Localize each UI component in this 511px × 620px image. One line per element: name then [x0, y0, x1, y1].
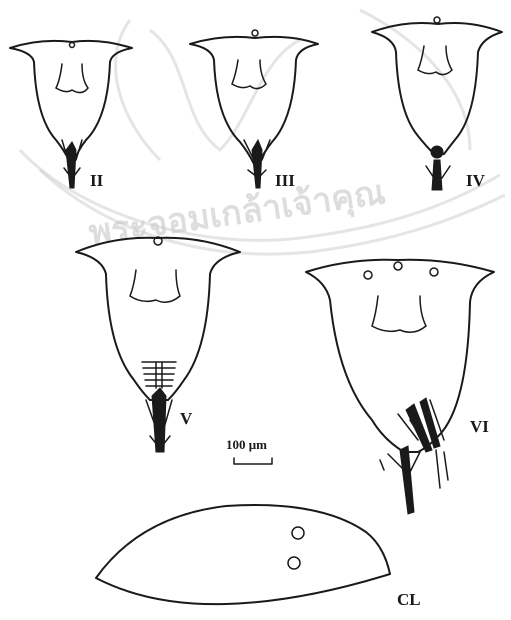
scale-bar: 100 μm [226, 437, 273, 465]
nauplius-stage-iv: IV [371, 16, 503, 191]
stage-label-vi: VI [470, 417, 489, 436]
stage-label-iv: IV [466, 171, 486, 190]
nauplius-stage-ii: II [9, 39, 133, 190]
scale-bar-label: 100 μm [226, 437, 267, 452]
copepodid-stage-vi: VI [305, 258, 495, 515]
stage-label-iii: III [275, 171, 295, 190]
copepodid-stage-v: V [75, 236, 241, 453]
egg-cl: CL [95, 504, 421, 609]
stage-label-cl: CL [397, 590, 421, 609]
segmented-thorax [141, 361, 177, 389]
stage-label-ii: II [90, 171, 104, 190]
stage-label-v: V [180, 409, 193, 428]
nauplius-stage-iii: III [189, 29, 319, 190]
watermark-text: พระจอมเกล้าเจ้าคุณ [86, 172, 388, 254]
swimming-legs [397, 397, 445, 453]
